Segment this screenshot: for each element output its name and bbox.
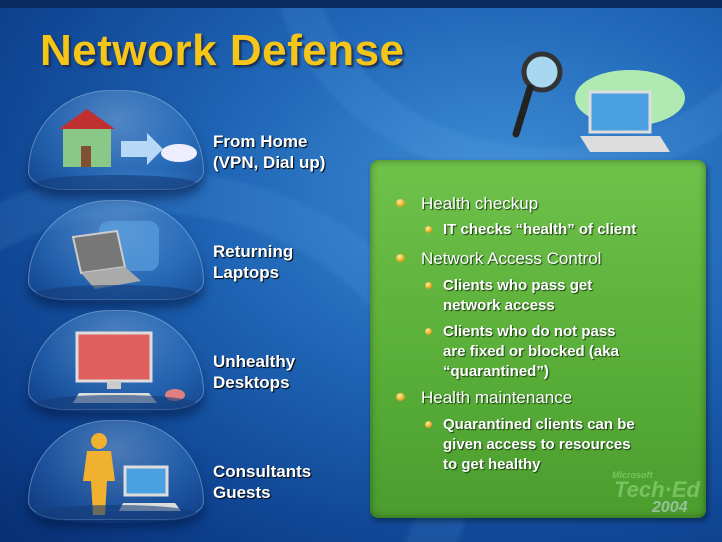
label-line: Consultants [213, 462, 312, 481]
bullet-icon [425, 282, 432, 289]
label-line: Unhealthy [213, 352, 296, 371]
sub-bullet-line: Clients who do not pass [443, 323, 616, 340]
bullet-icon [396, 199, 405, 207]
sub-bullet-line: Quarantined clients can be [443, 416, 635, 433]
sub-bullet: IT checks “health” of client [443, 221, 637, 238]
label-line: From Home [213, 132, 308, 151]
scenario-dome-home [28, 90, 204, 193]
scenario-dome-laptop [28, 200, 204, 303]
label-line: Desktops [213, 373, 290, 392]
sub-bullet-line: “quarantined”) [443, 363, 549, 380]
scenario-label-laptops: Returning Laptops [213, 241, 293, 283]
sub-bullet-line: are fixed or blocked (aka [443, 343, 619, 360]
laptop-icon [71, 221, 159, 289]
logo-year: 2004 [652, 499, 688, 516]
scenario-label-consultants: Consultants Guests [213, 461, 311, 503]
bullet-icon [425, 421, 432, 428]
teched-logo-watermark: Microsoft Tech·Ed 2004 [600, 470, 700, 517]
slide-title: Network Defense [40, 26, 405, 75]
house-cloud-icon [59, 109, 197, 167]
scenario-dome-consultant [28, 420, 204, 523]
scenario-dome-desktop [28, 310, 204, 413]
bullet-icon [396, 254, 405, 262]
sub-bullet: Clients who do not pass are fixed or blo… [443, 322, 619, 382]
bullet-icon [425, 226, 432, 233]
bullet-health-checkup: Health checkup [421, 194, 539, 213]
sub-bullet-line: to get healthy [443, 456, 541, 473]
scenario-label-home: From Home (VPN, Dial up) [213, 131, 325, 173]
sub-bullet-line: Clients who pass get [443, 277, 593, 294]
label-line: Returning [213, 242, 294, 261]
logo-name: Tech·Ed [614, 477, 700, 502]
sub-bullet-line: network access [443, 297, 555, 314]
magnifier-laptop-illustration [500, 50, 700, 165]
label-line: (VPN, Dial up) [213, 153, 326, 172]
logo-brand: Microsoft [612, 470, 653, 480]
bullet-icon [396, 393, 405, 401]
bullet-health-maintenance: Health maintenance [421, 388, 573, 407]
sub-bullet: Quarantined clients can be given access … [443, 415, 635, 475]
sub-bullet-line: given access to resources [443, 436, 631, 453]
bullet-icon [425, 328, 432, 335]
bullet-network-access-control: Network Access Control [421, 249, 602, 268]
label-line: Guests [213, 483, 271, 502]
sub-bullet: Clients who pass get network access [443, 276, 592, 316]
scenario-label-desktops: Unhealthy Desktops [213, 351, 295, 393]
bullet-panel [370, 160, 706, 518]
label-line: Laptops [213, 263, 280, 282]
